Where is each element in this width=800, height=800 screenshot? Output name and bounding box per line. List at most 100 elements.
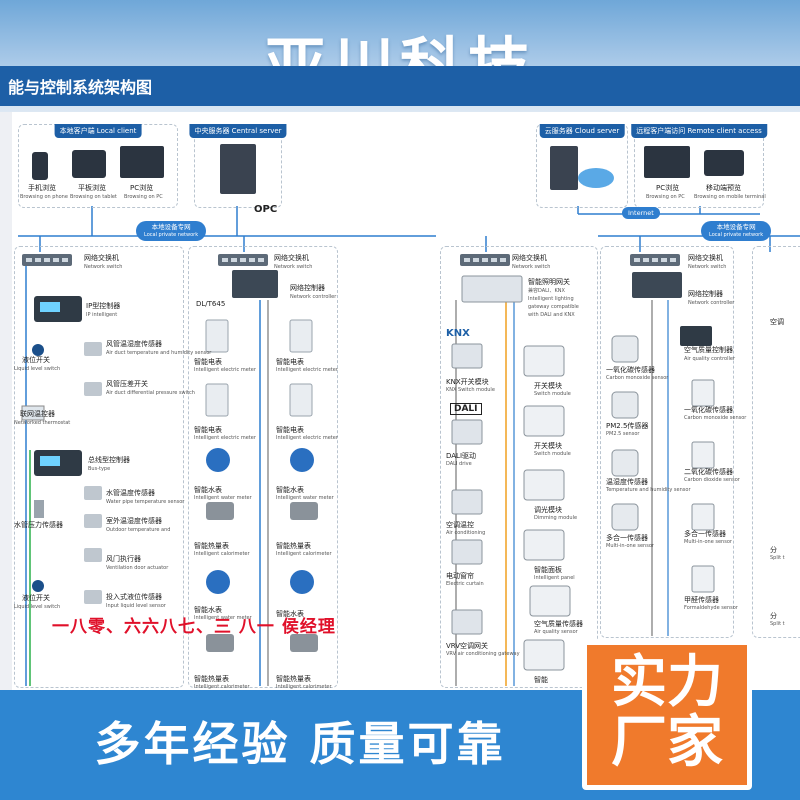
col2-water-meter-1-4 [290, 570, 314, 594]
switch-port-0-2 [44, 258, 50, 262]
col3-right-label-3: 智能面板 [534, 566, 562, 574]
col3-gateway-en: Intelligent lighting gateway compatible … [528, 296, 579, 318]
col4-left-label-0: 一氧化碳传感器 [606, 366, 655, 374]
slogan: 多年经验 质量可靠 [94, 717, 506, 771]
col4-aq-en: Air quality controller [684, 356, 736, 362]
phone-label-en: Browsing on phone [20, 194, 68, 200]
tablet-label-en: Browsing on tablet [70, 194, 117, 200]
switch-port-1-0 [222, 258, 228, 262]
lighting-gateway [461, 275, 523, 303]
col2-calorimeter-0-3 [206, 502, 234, 520]
column-5-box [752, 246, 800, 638]
phone-device [32, 152, 48, 180]
col3-right-label-5: 智能 [534, 676, 548, 684]
col2-electric-meter-1-1 [289, 383, 313, 417]
switch-port-3-2 [652, 258, 658, 262]
col2-water-meter-0-4 [206, 570, 230, 594]
col1-label-1-en: Air duct temperature and humidity sensor [106, 350, 212, 356]
col2-left-label-1-en: Intelligent electric meter [194, 435, 256, 441]
col2-right-label-3: 智能热量表 [276, 542, 311, 550]
cloud-server-box: 云服务器 Cloud server [536, 124, 628, 208]
col1-label-5-en: Bus-type [88, 466, 111, 472]
switch-port-2-4 [500, 258, 506, 262]
col4-left-label-1: PM2.5传感器 [606, 422, 649, 430]
manufacturer-stamp: 实力 厂家 [582, 640, 752, 790]
col1-sensor-2 [84, 486, 102, 500]
col3-right-device-3 [523, 529, 565, 561]
remote-pc-device [644, 146, 690, 178]
switch-3-label-en: Network switch [512, 264, 551, 270]
col1-label-0: IP型控制器 [86, 302, 121, 310]
col1-label-8-en: Outdoor temperature and [106, 527, 171, 533]
col2-right-label-5: 智能热量表 [276, 675, 311, 683]
col1-label-6: 水管温度传感器 [106, 489, 155, 497]
col3-left-label-2-en: Air conditioning [446, 530, 486, 536]
col4-right-label-0: 一氧化碳传感器 [684, 406, 733, 414]
col2-left-label-4: 智能水表 [194, 606, 222, 614]
switch-port-1-2 [240, 258, 246, 262]
col2-right-label-0: 智能电表 [276, 358, 304, 366]
col4-controller-en: Network controller [688, 300, 735, 306]
col3-right-device-2 [523, 469, 565, 501]
col4-left-sensor-3 [611, 503, 639, 531]
local-network-right-cn: 本地设备专网 [716, 223, 756, 231]
col3-left-device-4 [451, 609, 483, 635]
col1-label-5: 总线型控制器 [88, 456, 130, 464]
central-server-device [220, 144, 256, 194]
col1-sensor-4 [84, 548, 102, 562]
col2-electric-meter-1-0 [289, 319, 313, 353]
liquid-switch-2 [32, 580, 44, 592]
col4-right-label-2-en: Multi-in-one sensor [684, 539, 732, 545]
col2-left-label-0-en: Intelligent electric meter [194, 367, 256, 373]
central-server-box: 中央服务器 Central server [189, 124, 287, 208]
mobile-label: 移动端预览 [706, 184, 741, 192]
col3-left-device-0 [451, 343, 483, 369]
sheet-title-bar: 能与控制系统架构图 [0, 66, 800, 106]
tablet-label: 平板浏览 [78, 184, 106, 192]
col3-left-label-0-en: KNX Switch module [446, 387, 495, 393]
col4-right-label-2: 多合一传感器 [684, 530, 726, 538]
switch-port-0-4 [62, 258, 68, 262]
air-quality-controller [680, 326, 712, 346]
col2-protocol: DL/T645 [196, 300, 226, 308]
col1-label-11-en: Input liquid level sensor [106, 603, 166, 609]
col1-label-9: 风门执行器 [106, 555, 141, 563]
switch-1-label-en: Network switch [84, 264, 123, 270]
col3-gateway-sub: 兼容DALI、KNX [528, 288, 565, 294]
col5-label-1-en: Split t [770, 555, 785, 561]
col1-sensor-5 [84, 590, 102, 604]
liquid-switch-1 [32, 344, 44, 356]
col4-left-label-3: 多合一传感器 [606, 534, 648, 542]
col1-label-2-en: Liquid level switch [14, 366, 61, 372]
col3-right-label-4: 空气质量传感器 [534, 620, 583, 628]
col4-left-label-1-en: PM2.5 sensor [606, 431, 640, 437]
local-network-pill-left: 本地设备专网 Local private network [136, 221, 207, 241]
col3-left-label-0: KNX开关模块 [446, 378, 489, 386]
switch-port-2-2 [482, 258, 488, 262]
switch-1-label: 网络交换机 [84, 254, 119, 262]
local-network-pill-right: 本地设备专网 Local private network [701, 221, 772, 241]
col4-left-sensor-0 [611, 335, 639, 363]
col3-left-label-2: 空调温控 [446, 521, 474, 529]
col3-left-device-2 [451, 489, 483, 515]
local-client-header: 本地客户端 Local client [54, 124, 142, 138]
col1-sensor-3 [84, 514, 102, 528]
remote-pc-label: PC浏览 [656, 184, 680, 192]
col3-right-label-1-en: Switch module [534, 451, 571, 457]
bus-controller-screen [40, 456, 60, 466]
col1-label-11: 投入式液位传感器 [106, 593, 162, 601]
col3-left-label-3-en: Electric curtain [446, 581, 484, 587]
col4-controller: 网络控制器 [688, 290, 723, 298]
thermostat [21, 405, 45, 421]
switch-4-label-en: Network switch [688, 264, 727, 270]
col2-right-label-5-en: Intelligent calorimeter [276, 684, 332, 690]
sheet-title: 能与控制系统架构图 [8, 78, 153, 97]
col1-label-4: 联网温控器 [20, 410, 55, 418]
knx-logo: KNX [446, 328, 470, 339]
switch-2-label-en: Network switch [274, 264, 313, 270]
col2-left-label-1: 智能电表 [194, 426, 222, 434]
opc-logo: OPC [254, 204, 278, 215]
col1-label-10-en: Liquid level switch [14, 604, 61, 610]
col4-left-label-3-en: Multi-in-one sensor [606, 543, 654, 549]
pc-label-en: Browsing on PC [124, 194, 163, 200]
